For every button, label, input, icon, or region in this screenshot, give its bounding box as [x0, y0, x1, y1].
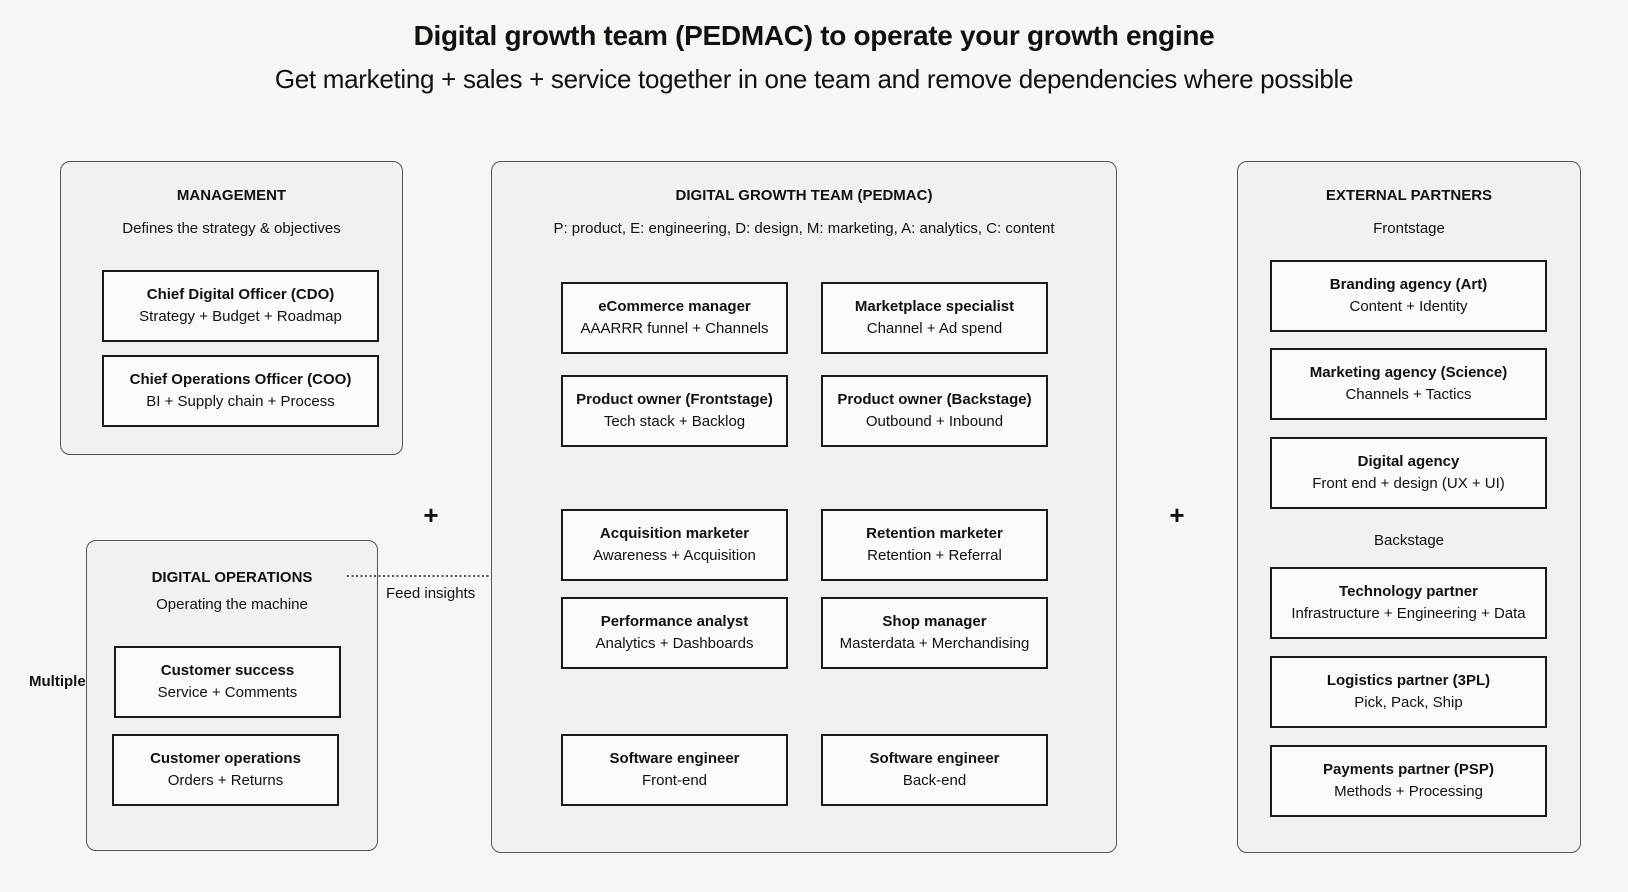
- role-box-marketing-agency: Marketing agency (Science) Channels + Ta…: [1270, 348, 1547, 420]
- role-box-product-owner-frontstage: Product owner (Frontstage) Tech stack + …: [561, 375, 788, 447]
- role-name: eCommerce manager: [598, 298, 751, 315]
- role-name: Marketplace specialist: [854, 298, 1015, 315]
- role-name: Branding agency (Art): [1329, 276, 1488, 293]
- role-name: Product owner (Backstage): [837, 391, 1032, 408]
- backstage-label: Backstage: [1373, 532, 1445, 549]
- role-description: Back-end: [902, 772, 967, 789]
- role-box-digital-agency: Digital agency Front end + design (UX + …: [1270, 437, 1547, 509]
- growth-team-panel: DIGITAL GROWTH TEAM (PEDMAC) P: product,…: [491, 161, 1117, 853]
- role-description: Content + Identity: [1349, 298, 1468, 315]
- role-box-technology-partner: Technology partner Infrastructure + Engi…: [1270, 567, 1547, 639]
- role-box-shop-manager: Shop manager Masterdata + Merchandising: [821, 597, 1048, 669]
- role-description: Channels + Tactics: [1345, 386, 1472, 403]
- role-description: Masterdata + Merchandising: [839, 635, 1030, 652]
- role-box-software-engineer-frontend: Software engineer Front-end: [561, 734, 788, 806]
- role-name: Customer success: [160, 662, 295, 679]
- role-name: Digital agency: [1357, 453, 1460, 470]
- role-description: Front end + design (UX + UI): [1312, 475, 1505, 492]
- operations-panel: DIGITAL OPERATIONS Operating the machine…: [86, 540, 378, 851]
- role-box-acquisition-marketer: Acquisition marketer Awareness + Acquisi…: [561, 509, 788, 581]
- page-subtitle: Get marketing + sales + service together…: [274, 64, 1354, 94]
- role-description: AAARRR funnel + Channels: [580, 320, 769, 337]
- role-box-coo: Chief Operations Officer (COO) BI + Supp…: [102, 355, 379, 427]
- role-name: Logistics partner (3PL): [1326, 672, 1491, 689]
- role-box-customer-operations: Customer operations Orders + Returns: [112, 734, 339, 806]
- role-name: Software engineer: [869, 750, 1000, 767]
- role-box-branding-agency: Branding agency (Art) Content + Identity: [1270, 260, 1547, 332]
- role-box-product-owner-backstage: Product owner (Backstage) Outbound + Inb…: [821, 375, 1048, 447]
- role-description: Front-end: [641, 772, 708, 789]
- role-name: Chief Digital Officer (CDO): [146, 286, 335, 303]
- management-panel: MANAGEMENT Defines the strategy & object…: [60, 161, 403, 455]
- management-title: MANAGEMENT: [176, 187, 287, 204]
- role-box-marketplace-specialist: Marketplace specialist Channel + Ad spen…: [821, 282, 1048, 354]
- role-name: Software engineer: [609, 750, 740, 767]
- role-description: Awareness + Acquisition: [593, 547, 756, 564]
- page-title: Digital growth team (PEDMAC) to operate …: [413, 20, 1215, 51]
- role-name: Shop manager: [882, 613, 987, 630]
- role-box-ecommerce-manager: eCommerce manager AAARRR funnel + Channe…: [561, 282, 788, 354]
- growth-team-title: DIGITAL GROWTH TEAM (PEDMAC): [675, 187, 933, 204]
- partners-panel: EXTERNAL PARTNERS Frontstage Branding ag…: [1237, 161, 1581, 853]
- plus-sign-right: +: [1169, 500, 1185, 530]
- role-box-software-engineer-backend: Software engineer Back-end: [821, 734, 1048, 806]
- role-name: Marketing agency (Science): [1309, 364, 1508, 381]
- multiple-label: Multiple: [29, 673, 86, 690]
- role-description: Tech stack + Backlog: [603, 413, 746, 430]
- role-description: Channel + Ad spend: [866, 320, 1003, 337]
- operations-title: DIGITAL OPERATIONS: [151, 569, 313, 586]
- role-description: Methods + Processing: [1334, 783, 1483, 800]
- role-box-payments-partner: Payments partner (PSP) Methods + Process…: [1270, 745, 1547, 817]
- role-description: Pick, Pack, Ship: [1354, 694, 1463, 711]
- management-description: Defines the strategy & objectives: [122, 220, 341, 237]
- role-box-customer-success: Customer success Service + Comments: [114, 646, 341, 718]
- role-name: Technology partner: [1339, 583, 1478, 600]
- role-name: Acquisition marketer: [599, 525, 750, 542]
- role-box-cdo: Chief Digital Officer (CDO) Strategy + B…: [102, 270, 379, 342]
- role-name: Chief Operations Officer (COO): [129, 371, 352, 388]
- role-name: Retention marketer: [866, 525, 1003, 542]
- role-name: Product owner (Frontstage): [576, 391, 773, 408]
- operations-description: Operating the machine: [156, 596, 308, 613]
- role-description: Strategy + Budget + Roadmap: [139, 308, 342, 325]
- plus-sign-left: +: [423, 500, 439, 530]
- role-name: Performance analyst: [600, 613, 749, 630]
- partners-title: EXTERNAL PARTNERS: [1325, 187, 1493, 204]
- growth-team-description: P: product, E: engineering, D: design, M…: [553, 220, 1055, 237]
- role-box-retention-marketer: Retention marketer Retention + Referral: [821, 509, 1048, 581]
- role-description: Outbound + Inbound: [865, 413, 1004, 430]
- role-name: Customer operations: [150, 750, 301, 767]
- role-box-performance-analyst: Performance analyst Analytics + Dashboar…: [561, 597, 788, 669]
- feed-insights-label: Feed insights: [386, 585, 476, 602]
- role-description: BI + Supply chain + Process: [146, 393, 335, 410]
- role-description: Analytics + Dashboards: [595, 635, 754, 652]
- role-description: Retention + Referral: [867, 547, 1002, 564]
- role-name: Payments partner (PSP): [1323, 761, 1494, 778]
- frontstage-label: Frontstage: [1373, 220, 1445, 237]
- role-box-logistics-partner: Logistics partner (3PL) Pick, Pack, Ship: [1270, 656, 1547, 728]
- role-description: Infrastructure + Engineering + Data: [1291, 605, 1526, 622]
- role-description: Service + Comments: [157, 684, 298, 701]
- role-description: Orders + Returns: [167, 772, 284, 789]
